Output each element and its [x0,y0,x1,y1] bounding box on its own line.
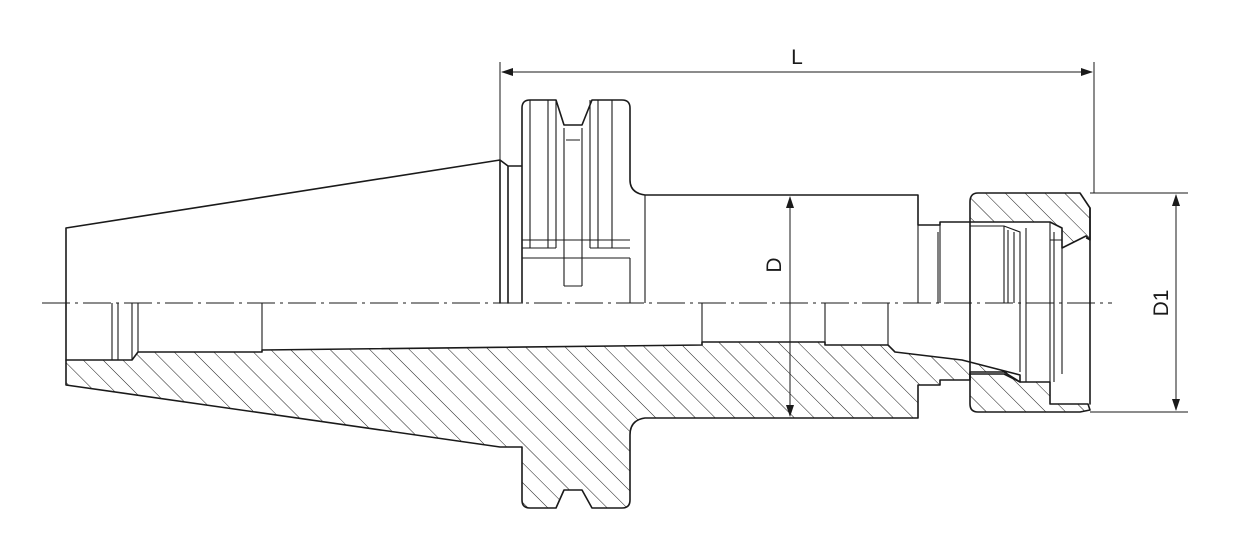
nut-section-upper [969,192,1091,249]
taper-bore [65,303,263,360]
dimension-shank-diameter: D [763,196,794,417]
nut-section-lower [969,373,1091,413]
length-label: L [791,46,803,69]
shank-details [644,195,941,345]
dimension-nut-diameter: D1 [1090,192,1188,413]
collet-nut-outline [969,207,1091,405]
taper-outline [65,159,501,361]
collet-internals [970,222,1091,382]
dimension-length: L [499,46,1095,193]
nut-diameter-label: D1 [1150,290,1173,317]
shank-diameter-label: D [763,257,786,272]
flange-outline [499,99,971,304]
holder-outline [65,99,1091,405]
flange-details [522,100,631,303]
taper-section [65,341,1021,509]
section-lower-half [65,341,1091,509]
